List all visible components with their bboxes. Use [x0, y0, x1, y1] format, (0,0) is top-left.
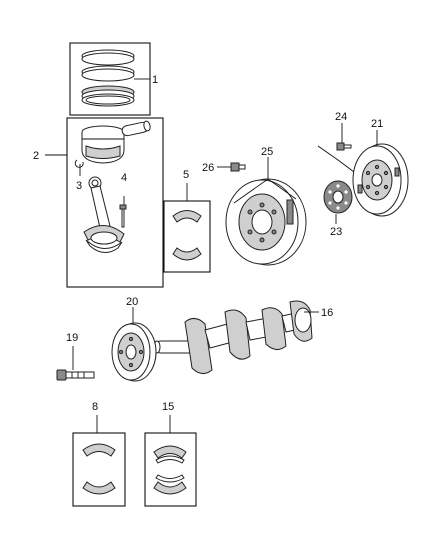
callout-5: 5 — [183, 169, 189, 181]
callout-16: 16 — [321, 307, 333, 319]
callout-20: 20 — [126, 296, 138, 308]
callout-25: 25 — [261, 146, 273, 158]
thrust-bearings-group: 15 — [144, 401, 197, 507]
torque-converter-icon — [352, 143, 409, 217]
callout-4: 4 — [121, 172, 127, 184]
callout-24: 24 — [335, 111, 347, 123]
connecting-rod-icon — [83, 176, 125, 253]
flywheel-bolt-icon — [230, 162, 246, 172]
piston-rings-group: 1 — [69, 42, 158, 116]
callout-26: 26 — [202, 162, 214, 174]
thrust-bearing-upper-icon — [153, 445, 187, 464]
callout-21: 21 — [371, 118, 383, 130]
callout-3: 3 — [76, 180, 82, 192]
damper-group: 20 — [111, 296, 157, 382]
crankshaft-icon — [153, 300, 313, 374]
piston-icon — [81, 125, 125, 164]
flywheel-group: 26 25 — [202, 146, 307, 266]
main-bearing-upper-icon — [82, 443, 116, 457]
flywheel-icon — [225, 178, 307, 266]
crankshaft-group: 16 — [153, 300, 333, 374]
main-bearings-group: 8 — [72, 401, 126, 507]
callout-2: 2 — [33, 150, 39, 162]
piston-rings-icon — [81, 49, 135, 107]
rod-bearings-group: 5 — [163, 169, 211, 273]
thrust-bearing-lower-icon — [153, 474, 187, 495]
main-bearing-lower-icon — [82, 481, 116, 495]
piston-rod-group: 3 4 2 — [33, 117, 164, 288]
rod-bearing-lower-icon — [172, 247, 202, 261]
callout-19: 19 — [66, 332, 78, 344]
flex-plate-icon — [323, 180, 353, 214]
callout-1: 1 — [152, 74, 158, 86]
flex-plate-bolt-icon — [336, 142, 352, 151]
damper-bolt-icon — [56, 369, 95, 381]
rod-bearing-upper-icon — [172, 210, 202, 223]
flex-plate-group: 23 24 21 — [317, 111, 409, 238]
callout-23: 23 — [330, 226, 342, 238]
vibration-damper-icon — [111, 322, 157, 382]
rod-bolt-icon — [119, 204, 127, 228]
piston-pin-icon — [121, 120, 151, 137]
snap-ring-icon — [74, 159, 84, 168]
damper-bolt-group: 19 — [56, 332, 95, 381]
callout-15: 15 — [162, 401, 174, 413]
callout-8: 8 — [92, 401, 98, 413]
